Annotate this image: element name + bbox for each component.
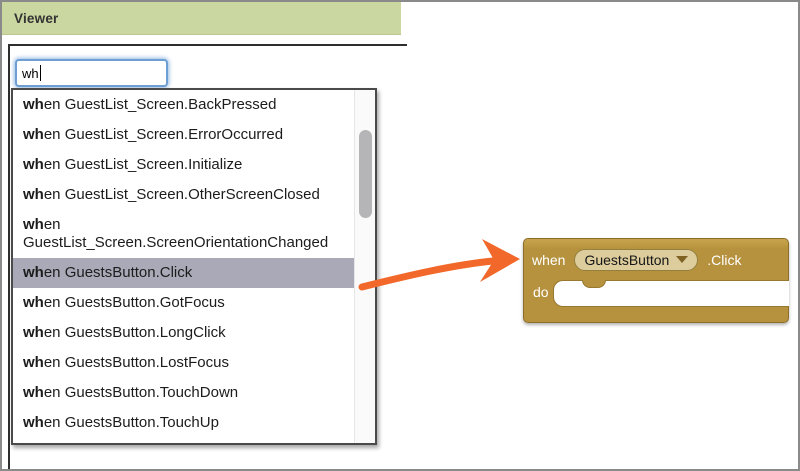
match-prefix: wh <box>23 156 44 173</box>
match-prefix: wh <box>23 384 44 401</box>
item-text: en GuestsButton.GotFocus <box>43 294 225 311</box>
autocomplete-item-gotfocus[interactable]: when GuestsButton.GotFocus <box>13 288 375 318</box>
item-text: en GuestList_Screen.ErrorOccurred <box>43 126 284 143</box>
item-text: en GuestsButton.TouchDown <box>43 384 239 401</box>
dropdown-caret-icon <box>676 256 689 263</box>
event-block-header: when GuestsButton .Click <box>524 239 788 280</box>
match-prefix: wh <box>23 264 44 281</box>
item-text: en GuestsButton.Click <box>43 264 193 281</box>
item-text: en GuestsButton.TouchUp <box>43 414 219 431</box>
autocomplete-item-erroroccurred[interactable]: when GuestList_Screen.ErrorOccurred <box>13 120 375 150</box>
match-prefix: wh <box>23 186 44 203</box>
item-text: en GuestList_Screen.OtherScreenClosed <box>43 186 320 203</box>
item-text: en GuestList_Screen.BackPressed <box>43 96 277 113</box>
autocomplete-item-click-selected[interactable]: when GuestsButton.Click <box>13 258 375 288</box>
match-prefix: wh <box>23 96 44 113</box>
autocomplete-item-touchup[interactable]: when GuestsButton.TouchUp <box>13 408 375 438</box>
typeblock-input-value: wh <box>22 65 39 81</box>
item-text: en GuestList_Screen.ScreenOrientationCha… <box>23 216 329 251</box>
match-prefix: wh <box>23 216 44 233</box>
autocomplete-item-touchdown[interactable]: when GuestsButton.TouchDown <box>13 378 375 408</box>
typeblock-input[interactable]: wh <box>15 59 168 87</box>
autocomplete-item-screenorientationchanged[interactable]: when GuestList_Screen.ScreenOrientationC… <box>13 210 375 258</box>
match-prefix: wh <box>23 354 44 371</box>
text-caret <box>39 65 41 81</box>
autocomplete-item-backpressed[interactable]: when GuestList_Screen.BackPressed <box>13 90 375 120</box>
item-text: en GuestsButton.LongClick <box>43 324 226 341</box>
item-text: en GuestsButton.LostFocus <box>43 354 229 371</box>
autocomplete-item-otherscreenclosed[interactable]: when GuestList_Screen.OtherScreenClosed <box>13 180 375 210</box>
component-dropdown-value: GuestsButton <box>584 251 670 268</box>
block-event-label: .Click <box>707 251 742 268</box>
block-do-label: do <box>533 284 549 300</box>
autocomplete-item-initialize[interactable]: when GuestList_Screen.Initialize <box>13 150 375 180</box>
scrollbar-track[interactable] <box>354 90 375 443</box>
viewer-panel-title: Viewer <box>14 10 59 26</box>
pointer-arrow-icon <box>358 239 520 291</box>
viewer-panel-header: Viewer <box>2 2 401 35</box>
autocomplete-item-longclick[interactable]: when GuestsButton.LongClick <box>13 318 375 348</box>
component-dropdown[interactable]: GuestsButton <box>574 248 699 271</box>
match-prefix: wh <box>23 324 44 341</box>
match-prefix: wh <box>23 294 44 311</box>
scrollbar-thumb[interactable] <box>359 130 372 218</box>
match-prefix: wh <box>23 414 44 431</box>
autocomplete-item-lostfocus[interactable]: when GuestsButton.LostFocus <box>13 348 375 378</box>
block-when-label: when <box>532 251 566 268</box>
match-prefix: wh <box>23 126 44 143</box>
event-block-when-guestsbutton-click[interactable]: when GuestsButton .Click do <box>523 238 789 323</box>
autocomplete-dropdown: when GuestList_Screen.BackPressed when G… <box>11 88 377 445</box>
item-text: en GuestList_Screen.Initialize <box>43 156 243 173</box>
